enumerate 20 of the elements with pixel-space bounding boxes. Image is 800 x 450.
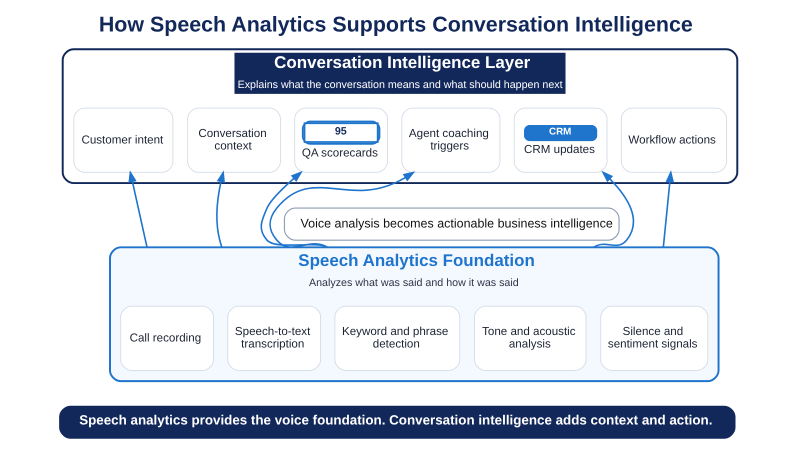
node-box: Keyword and phrase detection: [334, 306, 460, 371]
node-box: Call recording: [120, 306, 214, 371]
node-box: Workflow actions: [620, 108, 728, 173]
node-box: Customer intent: [73, 108, 174, 173]
node-box: Tone and acoustic analysis: [474, 306, 586, 371]
diagram-title: How Speech Analytics Supports Conversation Intelligence: [98, 12, 693, 37]
arrow: [128, 170, 148, 248]
node-box: Speech analytics provides the voice foundation. Conversation intelligence adds context and action.: [59, 406, 736, 439]
node-box: Silence and sentiment signals: [600, 306, 708, 371]
node-box: Conversation context: [187, 108, 281, 173]
arrow: [216, 170, 225, 248]
arrow: [269, 171, 416, 248]
node-box: CRM CRM updates: [514, 108, 608, 173]
arrow: [593, 170, 634, 248]
arrow: [662, 170, 674, 248]
arrow: [260, 170, 328, 248]
node-box: Voice analysis becomes actionable business intelligence: [284, 207, 620, 241]
node-box: Speech-to-text transcription: [227, 306, 322, 371]
node-box: 95 QA scorecards: [294, 108, 388, 173]
node-box: Agent coaching triggers: [401, 108, 500, 173]
